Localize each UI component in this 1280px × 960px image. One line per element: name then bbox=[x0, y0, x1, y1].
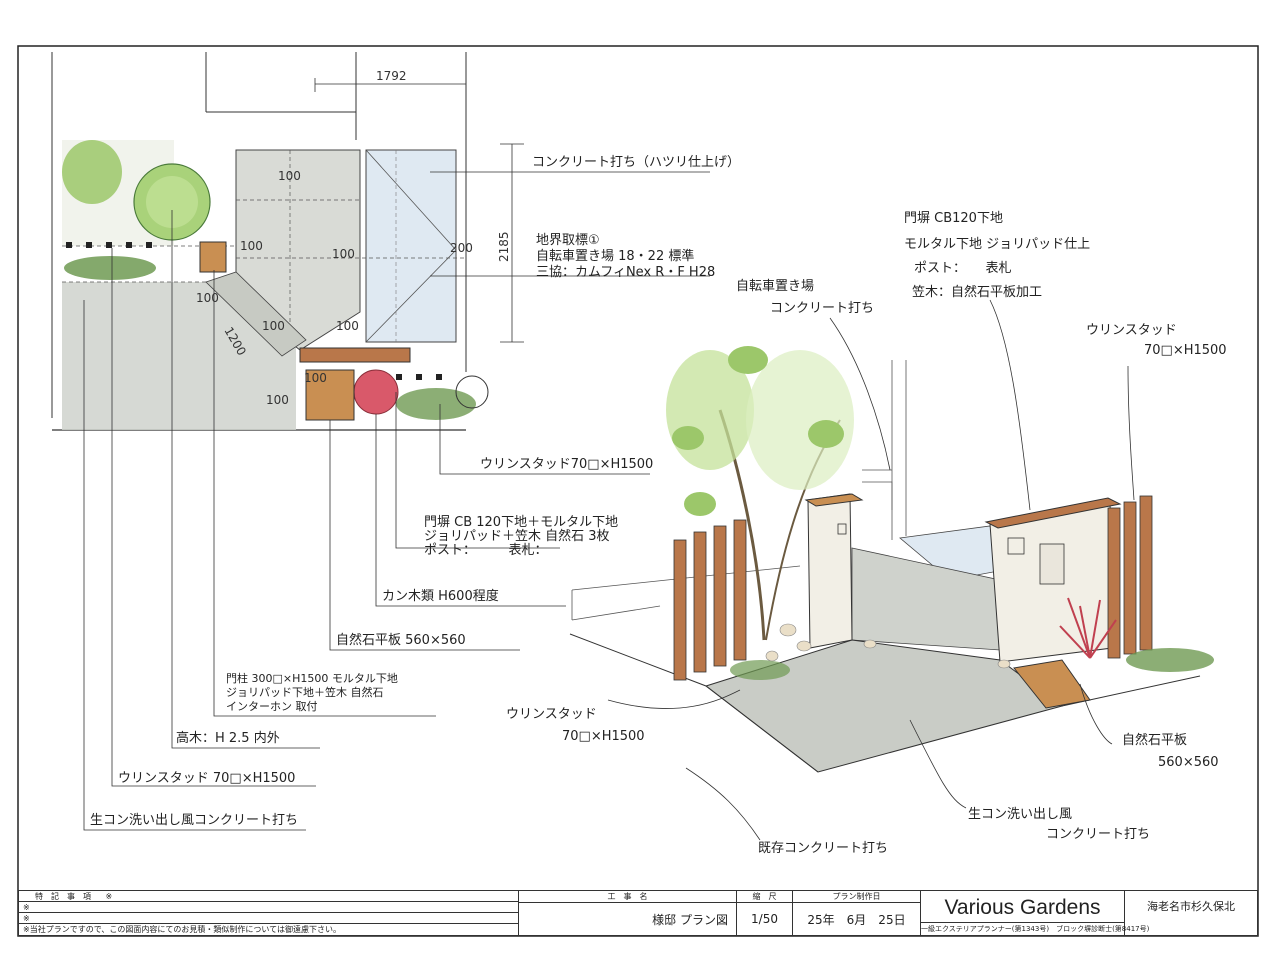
label-bicycle-area-2: コンクリート打ち bbox=[770, 301, 874, 316]
label-bicycle-garage: 自転車置き場 18・22 標準 bbox=[536, 248, 694, 264]
date-value: 25年 6月 25日 bbox=[807, 912, 906, 927]
label-pillar-1: 門柱 300□×H1500 モルタル下地 bbox=[226, 671, 398, 685]
label-wall-2: モルタル下地 ジョリパッド仕上 bbox=[904, 237, 1090, 252]
label-wall-3: ポスト： 表札 bbox=[914, 261, 1012, 276]
company-cell: Various Gardens 一級エクステリアプランナー(第1343号) ブロ… bbox=[921, 891, 1149, 935]
bicycle-area bbox=[365, 149, 457, 343]
sheet-border bbox=[17, 45, 1259, 937]
address: 海老名市杉久保北 bbox=[1147, 900, 1235, 913]
label-stone-paver: 自然石平板 560×560 bbox=[336, 632, 466, 648]
persp-red-plant bbox=[1059, 597, 1117, 659]
label-wall-spec-3: ポスト： 表札： bbox=[424, 543, 548, 558]
notes-head: 特 記 事 項 bbox=[35, 892, 91, 901]
persp-paver bbox=[1013, 659, 1091, 709]
plan-wall bbox=[299, 347, 411, 363]
company-logo: Various Gardens bbox=[944, 896, 1101, 919]
dim-100-a: 100 bbox=[278, 169, 301, 183]
note-mark-1: ※ bbox=[105, 892, 113, 901]
dim-100-b: 100 bbox=[240, 239, 263, 253]
persp-studs-right bbox=[1107, 495, 1153, 659]
persp-wall bbox=[984, 497, 1122, 663]
date-cell: プラン制作日 25年 6月 25日 bbox=[793, 891, 921, 935]
label-wall-spec-1: 門塀 CB 120下地＋モルタル下地 bbox=[424, 515, 618, 530]
label-wall-4: 笠木：自然石平板加工 bbox=[912, 284, 1042, 300]
persp-tree bbox=[666, 346, 854, 641]
label-existing: 既存コンクリート打ち bbox=[758, 841, 888, 856]
label-uli-left-2: 70□×H1500 bbox=[562, 729, 645, 744]
dim-100-g: 100 bbox=[304, 371, 327, 385]
dim-100-h: 100 bbox=[266, 393, 289, 407]
label-washed-concrete: 生コン洗い出し風コンクリート打ち bbox=[90, 813, 298, 828]
label-wall-spec-2: ジョリパッド＋笠木 自然石 3枚 bbox=[424, 528, 610, 544]
notes-cell: 特 記 事 項 ※ ※ ※ ※当社プランですので、この図面内容にてのお見積・類似… bbox=[19, 891, 519, 935]
project-name: 様邸 プラン図 bbox=[652, 912, 728, 927]
scale-value: 1/50 bbox=[751, 912, 778, 926]
address-cell: 海老名市杉久保北 bbox=[1125, 891, 1257, 935]
project-cell: 工 事 名 様邸 プラン図 bbox=[519, 891, 737, 935]
persp-studs-left bbox=[673, 519, 747, 681]
label-uli-right-2: 70□×H1500 bbox=[1144, 343, 1227, 358]
label-uli-right-1: ウリンスタッド bbox=[1086, 323, 1177, 338]
title-block: 特 記 事 項 ※ ※ ※ ※当社プランですので、この図面内容にてのお見積・類似… bbox=[18, 890, 1258, 936]
label-pillar-2: ジョリパッド下地＋笠木 自然石 bbox=[226, 685, 384, 699]
plan-paver bbox=[305, 369, 355, 421]
license-info: 一級エクステリアプランナー(第1343号) ブロック塀診断士(第8417号) bbox=[921, 922, 1149, 935]
label-wall-1: 門塀 CB120下地 bbox=[904, 211, 1003, 226]
perspective-labels: 自転車置き場 コンクリート打ち 門塀 CB120下地 モルタル下地 ジョリパッド… bbox=[506, 211, 1227, 856]
label-material-spec: 三協：カムフィNex R・F H28 bbox=[536, 265, 715, 280]
date-head: プラン制作日 bbox=[793, 891, 920, 903]
perspective-view bbox=[569, 299, 1214, 841]
dim-100-c: 100 bbox=[332, 247, 355, 261]
label-uli-stud-left: ウリンスタッド 70□×H1500 bbox=[118, 771, 295, 786]
plan-pillar bbox=[199, 241, 227, 273]
label-paver-1: 自然石平板 bbox=[1122, 732, 1187, 748]
note-mark-3: ※ bbox=[23, 914, 30, 923]
label-uli-stud-right: ウリンスタッド70□×H1500 bbox=[480, 457, 653, 472]
label-paver-2: 560×560 bbox=[1158, 755, 1219, 770]
note-mark-2: ※ bbox=[23, 903, 30, 912]
persp-pillar bbox=[804, 493, 864, 649]
plan-labels: コンクリート打ち（ハツリ仕上げ） 地界取標① 自転車置き場 18・22 標準 三… bbox=[90, 155, 740, 828]
scale-cell: 縮 尺 1/50 bbox=[737, 891, 793, 935]
label-stile-parts: 地界取標① bbox=[536, 233, 600, 248]
label-tall-tree: 高木：H 2.5 内外 bbox=[176, 730, 280, 746]
dim-1792: 1792 bbox=[376, 69, 407, 83]
label-concrete-top: コンクリート打ち（ハツリ仕上げ） bbox=[532, 155, 740, 170]
label-uli-left-1: ウリンスタッド bbox=[506, 707, 597, 722]
label-bicycle-area-1: 自転車置き場 bbox=[736, 279, 814, 294]
dim-100-f: 100 bbox=[336, 319, 359, 333]
dim-2185: 2185 bbox=[497, 231, 511, 262]
red-plant bbox=[353, 369, 399, 415]
label-washed-2: コンクリート打ち bbox=[1046, 827, 1150, 842]
label-pillar-3: インターホン 取付 bbox=[226, 700, 318, 713]
disclaimer: ※当社プランですので、この図面内容にてのお見積・類似制作については御遠慮下さい。 bbox=[23, 925, 341, 934]
plan-view: 1792 2185 bbox=[51, 52, 710, 831]
label-shrub-low: カン木類 H600程度 bbox=[382, 588, 499, 604]
scale-head: 縮 尺 bbox=[737, 891, 792, 903]
project-head: 工 事 名 bbox=[519, 891, 736, 903]
dim-200: 200 bbox=[450, 241, 473, 255]
dim-100-d: 100 bbox=[196, 291, 219, 305]
label-washed-1: 生コン洗い出し風 bbox=[968, 807, 1072, 822]
dim-100-e: 100 bbox=[262, 319, 285, 333]
